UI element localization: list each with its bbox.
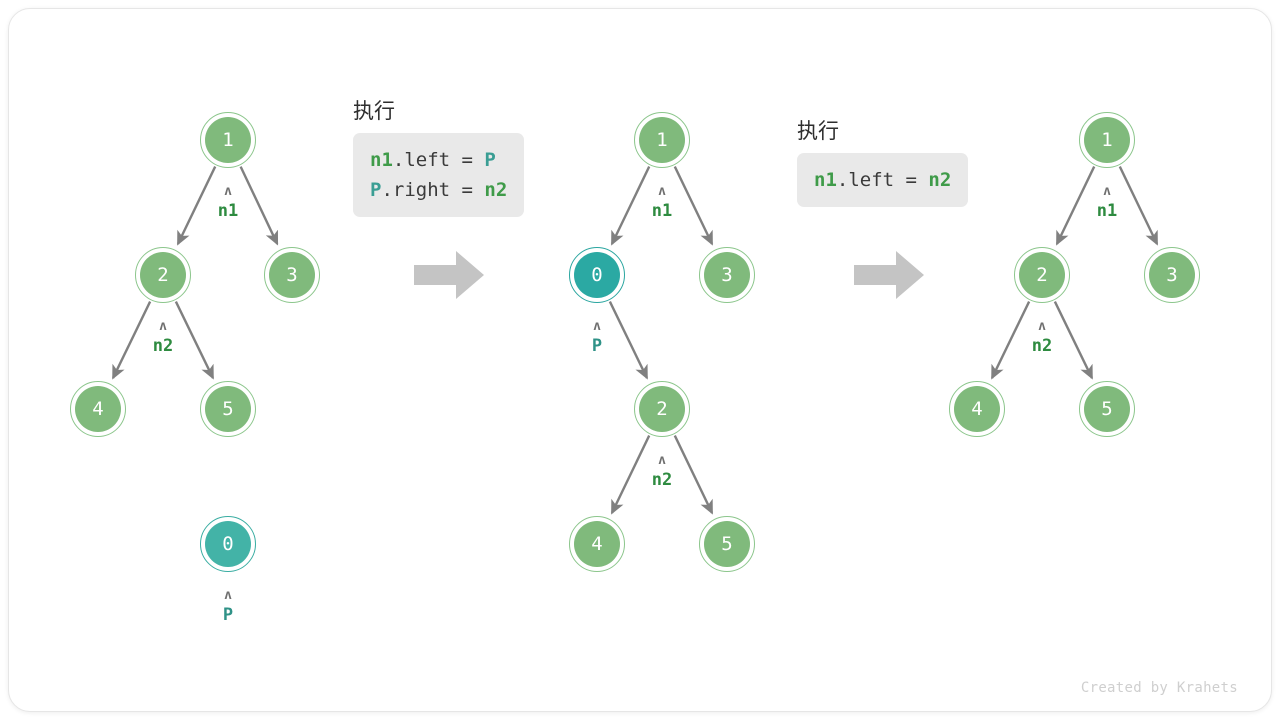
tree-node-value: 3 bbox=[704, 252, 750, 298]
tree-node-value: 2 bbox=[140, 252, 186, 298]
tree-node-4[interactable]: 4 bbox=[949, 381, 1005, 437]
tree-node-value: 5 bbox=[205, 386, 251, 432]
pointer-label-text: n1 bbox=[1096, 201, 1118, 221]
pointer-label-n2: ʌ n2 bbox=[133, 319, 193, 356]
code-line: P.right = n2 bbox=[370, 175, 507, 205]
tree-node-value: 2 bbox=[1019, 252, 1065, 298]
pointer-label-n1: ʌ n1 bbox=[1077, 184, 1137, 221]
pointer-label-text: P bbox=[591, 336, 603, 356]
step-arrow-icon bbox=[852, 248, 926, 302]
code-token: n2 bbox=[928, 169, 952, 191]
tree-node-value: 5 bbox=[704, 521, 750, 567]
tree-node-5[interactable]: 5 bbox=[200, 381, 256, 437]
pointer-label-n2: ʌ n2 bbox=[1012, 319, 1072, 356]
caret-icon: ʌ bbox=[159, 319, 167, 334]
caret-icon: ʌ bbox=[658, 184, 666, 199]
tree-node-1[interactable]: 1 bbox=[1079, 112, 1135, 168]
tree-node-value: 0 bbox=[205, 521, 251, 567]
tree-node-4[interactable]: 4 bbox=[569, 516, 625, 572]
tree-node-2[interactable]: 2 bbox=[135, 247, 191, 303]
caret-icon: ʌ bbox=[1038, 319, 1046, 334]
tree-node-value: 4 bbox=[574, 521, 620, 567]
operation-caption: 执行 bbox=[797, 119, 839, 143]
step-arrow-icon bbox=[412, 248, 486, 302]
caret-icon: ʌ bbox=[593, 319, 601, 334]
tree-node-1[interactable]: 1 bbox=[200, 112, 256, 168]
tree-node-value: 3 bbox=[269, 252, 315, 298]
operation-op2: 执行 n1.left = n2 bbox=[797, 118, 969, 207]
tree-node-2[interactable]: 2 bbox=[634, 381, 690, 437]
code-line: n1.left = n2 bbox=[814, 165, 951, 195]
tree-node-value: 1 bbox=[1084, 117, 1130, 163]
pointer-label-n2: ʌ n2 bbox=[632, 453, 692, 490]
pointer-label-n1: ʌ n1 bbox=[632, 184, 692, 221]
tree-node-0[interactable]: 0 bbox=[569, 247, 625, 303]
code-block: n1.left = n2 bbox=[797, 153, 969, 207]
pointer-label-text: P bbox=[222, 605, 234, 625]
tree-node-value: 4 bbox=[75, 386, 121, 432]
code-token: n1 bbox=[370, 149, 393, 171]
caret-icon: ʌ bbox=[224, 588, 232, 603]
tree-node-value: 4 bbox=[954, 386, 1000, 432]
tree-node-value: 1 bbox=[639, 117, 685, 163]
code-token: P bbox=[484, 149, 496, 171]
code-token: P bbox=[370, 179, 382, 201]
tree-node-value: 2 bbox=[639, 386, 685, 432]
tree-node-4[interactable]: 4 bbox=[70, 381, 126, 437]
tree-node-value: 3 bbox=[1149, 252, 1195, 298]
pointer-label-text: n2 bbox=[651, 470, 673, 490]
pointer-label-text: n1 bbox=[217, 201, 239, 221]
tree-node-3[interactable]: 3 bbox=[1144, 247, 1200, 303]
tree-node-3[interactable]: 3 bbox=[699, 247, 755, 303]
operation-caption: 执行 bbox=[353, 99, 395, 123]
tree-node-0[interactable]: 0 bbox=[200, 516, 256, 572]
tree-node-1[interactable]: 1 bbox=[634, 112, 690, 168]
code-token: .left = bbox=[836, 169, 929, 191]
tree-node-2[interactable]: 2 bbox=[1014, 247, 1070, 303]
code-token: n1 bbox=[814, 169, 837, 191]
pointer-label-text: n1 bbox=[651, 201, 673, 221]
tree-node-5[interactable]: 5 bbox=[1079, 381, 1135, 437]
caret-icon: ʌ bbox=[658, 453, 666, 468]
code-token: n2 bbox=[484, 179, 508, 201]
tree-node-5[interactable]: 5 bbox=[699, 516, 755, 572]
credit-text: Created by Krahets bbox=[1080, 680, 1238, 696]
pointer-label-n1: ʌ n1 bbox=[198, 184, 258, 221]
caret-icon: ʌ bbox=[224, 184, 232, 199]
code-line: n1.left = P bbox=[370, 145, 507, 175]
caret-icon: ʌ bbox=[1103, 184, 1111, 199]
tree-node-value: 0 bbox=[574, 252, 620, 298]
code-token: .left = bbox=[392, 149, 485, 171]
pointer-label-text: n2 bbox=[152, 336, 174, 356]
tree-node-value: 5 bbox=[1084, 386, 1130, 432]
code-token: .right = bbox=[381, 179, 485, 201]
tree-node-3[interactable]: 3 bbox=[264, 247, 320, 303]
pointer-label-text: n2 bbox=[1031, 336, 1053, 356]
tree-node-value: 1 bbox=[205, 117, 251, 163]
